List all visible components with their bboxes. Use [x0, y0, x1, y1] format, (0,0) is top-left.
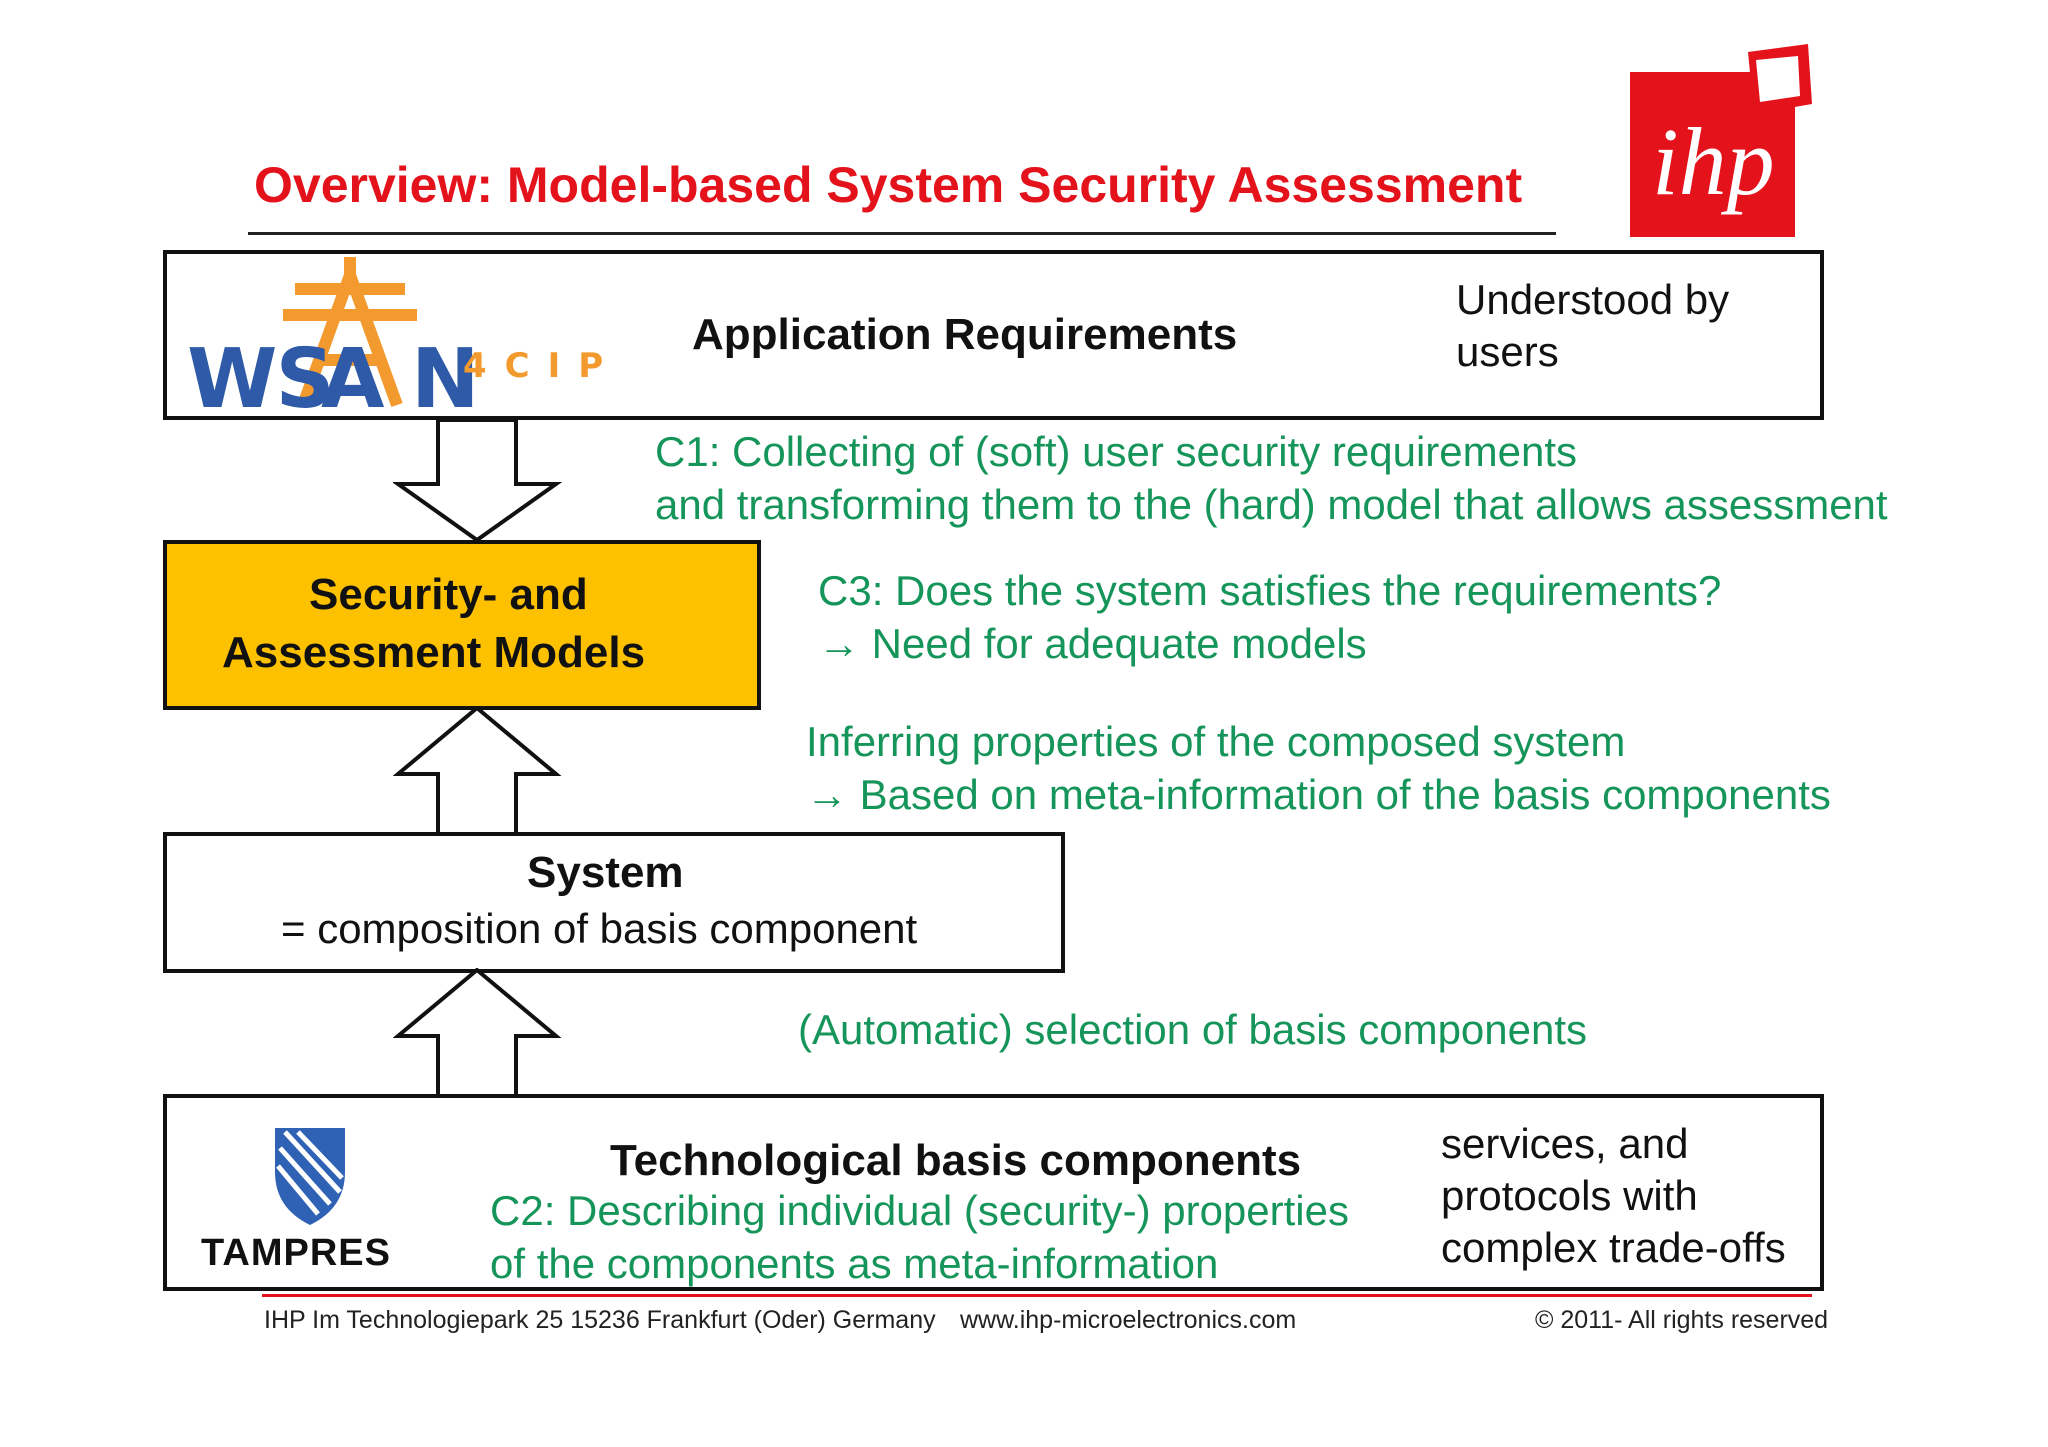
system-title: System	[527, 848, 684, 897]
svg-text:ihp: ihp	[1652, 108, 1775, 215]
c3-annotation-line1: C3: Does the system satisfies the requir…	[818, 567, 1722, 614]
security-assessment-models-box	[163, 540, 761, 710]
tampres-shield-icon	[190, 1120, 430, 1280]
footer-address: IHP Im Technologiepark 25 15236 Frankfur…	[264, 1306, 936, 1334]
footer-website: www.ihp-microelectronics.com	[960, 1306, 1297, 1334]
up-arrow-tech-to-system	[393, 968, 563, 1098]
wsan4cip-logo: WS A N 4CIP	[183, 255, 603, 415]
infer-annotation-line2: → Based on meta-information of the basis…	[806, 771, 1831, 818]
c3-annotation-line2: → Need for adequate models	[818, 620, 1367, 667]
technology-note-line1: services, and	[1441, 1120, 1689, 1167]
application-note-line2: users	[1456, 328, 1559, 375]
tampres-logo-text: TAMPRES	[201, 1232, 391, 1274]
footer-divider	[262, 1294, 1812, 1297]
technological-basis-box	[163, 1094, 1824, 1291]
c2-annotation-line2: of the components as meta-information	[490, 1240, 1219, 1287]
selection-annotation: (Automatic) selection of basis component…	[798, 1006, 1588, 1053]
svg-text:N: N	[411, 332, 480, 415]
models-label-line2: Assessment Models	[222, 628, 646, 677]
svg-text:A: A	[321, 332, 385, 415]
title-divider	[248, 232, 1556, 235]
technology-note-line3: complex trade-offs	[1441, 1224, 1786, 1271]
system-subtitle: = composition of basis component	[281, 905, 918, 952]
infer-annotation-line1: Inferring properties of the composed sys…	[806, 718, 1626, 765]
down-arrow	[393, 418, 563, 544]
ihp-logo: ihp	[1630, 44, 1815, 239]
application-note-line1: Understood by	[1456, 276, 1730, 323]
c1-annotation-line2: and transforming them to the (hard) mode…	[655, 481, 1888, 528]
application-requirements-box	[163, 250, 1824, 420]
c2-annotation-line1: C2: Describing individual (security-) pr…	[490, 1187, 1349, 1234]
up-arrow-system-to-models	[393, 706, 563, 836]
application-requirements-label: Application Requirements	[692, 310, 1238, 359]
footer-copyright: © 2011- All rights reserved	[1535, 1306, 1829, 1334]
svg-text:4CIP: 4CIP	[463, 346, 603, 386]
system-box	[163, 832, 1065, 973]
models-label-line1: Security- and	[309, 570, 588, 619]
technology-note-line2: protocols with	[1441, 1172, 1698, 1219]
svg-text:WS: WS	[187, 332, 333, 415]
c1-annotation-line1: C1: Collecting of (soft) user security r…	[655, 428, 1578, 475]
slide-title: Overview: Model-based System Security As…	[254, 157, 1523, 213]
technological-basis-label: Technological basis components	[610, 1136, 1302, 1185]
